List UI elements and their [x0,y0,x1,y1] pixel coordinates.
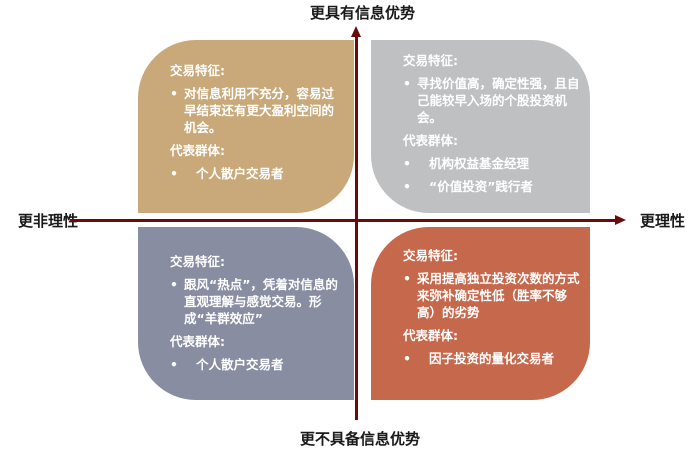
groups-heading: 代表群体: [403,133,458,148]
arrow-right-icon [615,215,626,225]
groups-heading: 代表群体: [170,334,225,349]
quadrant-top-right: 交易特征: • 寻找价值高，确定性强，且自己能较早入场的个股投资机会。 代表群体… [371,40,590,213]
traits-heading: 交易特征: [170,63,225,78]
trait-item: • 对信息利用不充分，容易过早结束还有更大盈利空间的机会。 [170,86,335,135]
bullet-icon: • [170,277,178,292]
group-item: • 因子投资的量化交易者 [403,351,555,366]
bullet-icon: • [403,179,411,194]
bullet-icon: • [403,271,411,286]
horizontal-axis-line [70,219,616,222]
groups-heading: 代表群体: [403,328,458,343]
bullet-icon: • [403,156,411,171]
trait-item: • 采用提高独立投资次数的方式来弥补确定性低（胜率不够高）的劣势 [403,271,580,320]
trait-item: • 跟风“热点”，凭着对信息的直观理解与感觉交易。形成“羊群效应” [170,277,338,326]
group-item: • “价值投资”践行者 [403,179,533,194]
groups-heading: 代表群体: [170,143,225,158]
group-item: • 机构权益基金经理 [403,156,530,171]
traits-heading: 交易特征: [403,53,458,68]
bullet-icon: • [170,86,178,101]
arrow-up-icon [351,26,361,37]
traits-heading: 交易特征: [403,248,458,263]
axis-label-top: 更具有信息优势 [310,4,416,22]
axis-label-left: 更非理性 [18,212,79,230]
traits-heading: 交易特征: [170,254,225,269]
quadrant-bottom-left: 交易特征: • 跟风“热点”，凭着对信息的直观理解与感觉交易。形成“羊群效应” … [138,227,354,400]
axis-label-bottom: 更不具备信息优势 [300,430,421,448]
axis-label-right: 更理性 [640,212,686,230]
quadrant-bottom-right: 交易特征: • 采用提高独立投资次数的方式来弥补确定性低（胜率不够高）的劣势 代… [371,227,590,400]
bullet-icon: • [170,357,178,372]
quadrant-top-left: 交易特征: • 对信息利用不充分，容易过早结束还有更大盈利空间的机会。 代表群体… [138,40,354,213]
bullet-icon: • [170,166,178,181]
group-item: • 个人散户交易者 [170,357,284,372]
group-item: • 个人散户交易者 [170,166,284,181]
bullet-icon: • [403,351,411,366]
vertical-axis-line [355,36,358,420]
bullet-icon: • [403,76,411,91]
trait-item: • 寻找价值高，确定性强，且自己能较早入场的个股投资机会。 [403,76,580,125]
